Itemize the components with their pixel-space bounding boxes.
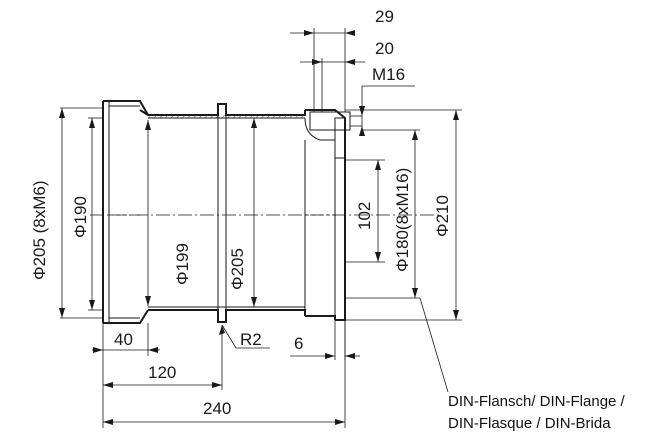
dimension-arrows [59, 30, 459, 425]
top-wall [139, 103, 306, 116]
dim-20: 20 [375, 39, 394, 58]
dim-m16: M16 [372, 65, 405, 84]
bottom-wall [148, 309, 306, 323]
dim-d190: Φ190 [71, 196, 90, 238]
dim-d199: Φ199 [173, 243, 192, 285]
dim-r2: R2 [240, 330, 262, 349]
dim-d210: Φ210 [433, 195, 452, 237]
dim-d205-8xm6: Φ205 (8xM6) [30, 180, 49, 280]
dim-40: 40 [114, 330, 133, 349]
dim-102: 102 [355, 202, 374, 230]
dim-6: 6 [294, 334, 303, 353]
left-spigot-outline [102, 100, 149, 324]
dim-d205: Φ205 [228, 248, 247, 290]
dim-120: 120 [148, 363, 176, 382]
dim-29: 29 [375, 7, 394, 26]
din-flange-note-line1: DIN-Flansch/ DIN-Flange / [448, 393, 626, 410]
dim-d180-8xm16: Φ180(8xM16) [393, 168, 412, 272]
threaded-hole [309, 111, 351, 131]
din-flange-note-line2: DIN-Flasque / DIN-Brida [448, 415, 611, 432]
dimension-lines [60, 28, 462, 428]
dim-240: 240 [203, 399, 231, 418]
